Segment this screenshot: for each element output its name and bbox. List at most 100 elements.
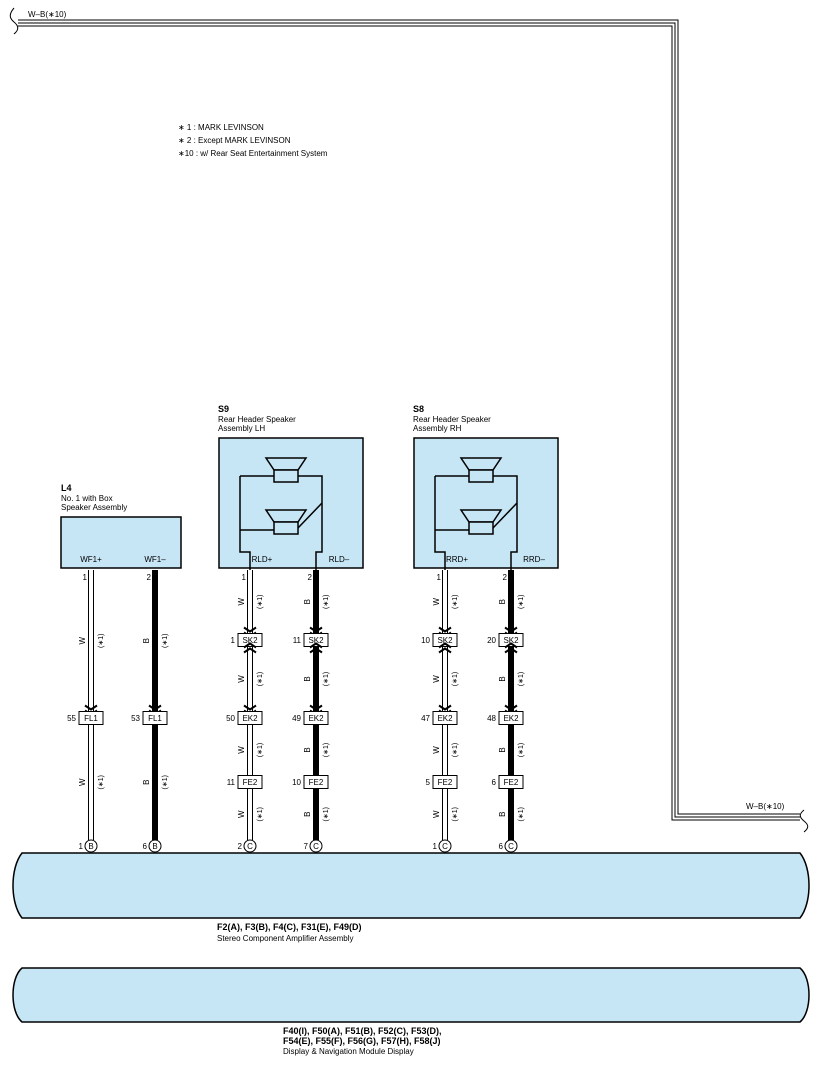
connector-label: SK2 [503, 636, 519, 645]
wire-color-label: B [498, 812, 507, 817]
connector-pin-number: 53 [131, 714, 140, 723]
chevron-icon [309, 704, 323, 711]
wb-route [18, 19, 800, 821]
connector-pin-number: 10 [421, 636, 430, 645]
terminal-pin-number: 6 [499, 842, 504, 851]
wire-note-label: (∗1) [323, 672, 330, 686]
chevron-icon [148, 704, 162, 711]
wire-l4-neg: B(∗1)B(∗1)2FL153B6WF1– [131, 570, 169, 865]
wire-color-label: W [432, 598, 441, 606]
connector-box [432, 633, 458, 647]
wire-color-label: B [142, 780, 151, 785]
wire-note-label: (∗1) [452, 672, 459, 686]
connector-box [303, 711, 329, 725]
wire-note-label: (∗1) [323, 807, 330, 821]
wire-l4-pos: W(∗1)W(∗1)1FL155B1WF1+ [67, 570, 105, 865]
wire-ref-right: W–B(∗10) [746, 802, 785, 811]
chevron-icon [243, 642, 257, 649]
wire-note-label: (∗1) [98, 634, 105, 648]
connector-box [432, 711, 458, 725]
wire-note-label: (∗1) [257, 595, 264, 609]
connector-box [432, 775, 458, 789]
wire-s9-pos: W(∗1)W(∗1)W(∗1)W(∗1)1SK21EK250FE211C2SL+ [226, 570, 264, 865]
wire-color-label: B [303, 747, 312, 752]
connector-box [303, 775, 329, 789]
wire-note-label: (∗1) [452, 595, 459, 609]
amplifier-name-1: F2(A), F3(B), F4(C), F31(E), F49(D) [217, 922, 362, 932]
connector-pin-number: 55 [67, 714, 76, 723]
connector-pin-number: 1 [231, 636, 236, 645]
terminal-pin-number: 6 [143, 842, 148, 851]
connector-box [498, 775, 524, 789]
wire-color-label: B [303, 812, 312, 817]
s8-pin-right: RRD– [523, 555, 545, 564]
chevron-icon [438, 626, 452, 633]
note-2: ∗ 2 : Except MARK LEVINSON [178, 136, 291, 145]
connector-box [237, 775, 263, 789]
display-name-3: Display & Navigation Module Display [283, 1047, 414, 1056]
connector-label: SK2 [437, 636, 453, 645]
break-symbol-right [799, 809, 809, 833]
connector-label: EK2 [308, 714, 324, 723]
chevron-icon [309, 642, 323, 649]
s8-name-2: Assembly RH [413, 424, 462, 433]
wire-note-label: (∗1) [98, 775, 105, 789]
wire-note-label: (∗1) [257, 743, 264, 757]
wire-note-label: (∗1) [518, 595, 525, 609]
l4-pin-right: WF1– [144, 555, 166, 564]
wire-note-label: (∗1) [257, 807, 264, 821]
top-pin-number: 1 [242, 573, 247, 582]
terminal-letter: C [442, 842, 448, 851]
l4-pin-left: WF1+ [80, 555, 102, 564]
connector-pin-number: 50 [226, 714, 235, 723]
connector-pin-number: 11 [293, 636, 302, 645]
connector-label: SK2 [308, 636, 324, 645]
connector-label: EK2 [503, 714, 519, 723]
wire-note-label: (∗1) [452, 807, 459, 821]
top-pin-number: 2 [503, 573, 508, 582]
connector-pin-number: 49 [292, 714, 301, 723]
wire-color-label: W [432, 675, 441, 683]
wire-color-label: B [498, 676, 507, 681]
wire-color-label: B [498, 747, 507, 752]
component-s8: S8 Rear Header Speaker Assembly RH RRD+ … [413, 404, 559, 570]
wire-color-label: B [303, 676, 312, 681]
chevron-icon [438, 647, 452, 654]
wire-color-label: W [237, 810, 246, 818]
chevron-icon [309, 626, 323, 633]
amplifier-name-2: Stereo Component Amplifier Assembly [217, 934, 354, 943]
wires-layer: W(∗1)W(∗1)1FL155B1WF1+B(∗1)B(∗1)2FL153B6… [67, 570, 525, 865]
s9-name-2: Assembly LH [218, 424, 265, 433]
wire-color-label: W [432, 746, 441, 754]
wire-s8-neg: B(∗1)B(∗1)B(∗1)B(∗1)2SK220EK248FE26C6SR– [487, 570, 525, 865]
connector-pin-number: 20 [487, 636, 496, 645]
display-name-1: F40(I), F50(A), F51(B), F52(C), F53(D), [283, 1026, 442, 1036]
s8-pin-left: RRD+ [446, 555, 468, 564]
wire-color-label: B [498, 599, 507, 604]
connector-box [303, 633, 329, 647]
top-pin-number: 2 [308, 573, 313, 582]
terminal-circle [243, 839, 257, 853]
connector-box [237, 633, 263, 647]
connector-box [237, 711, 263, 725]
chevron-icon [504, 626, 518, 633]
connector-label: SK2 [242, 636, 258, 645]
terminal-circle [84, 839, 98, 853]
wire-color-label: W [237, 746, 246, 754]
wire-note-label: (∗1) [162, 775, 169, 789]
wire-color-label: W [78, 778, 87, 786]
terminal-pin-number: 1 [79, 842, 84, 851]
connector-pin-number: 47 [421, 714, 430, 723]
speaker-icon [239, 457, 323, 570]
wire-note-label: (∗1) [518, 807, 525, 821]
wire-ref-top: W–B(∗10) [28, 10, 67, 19]
wire-s9-neg: B(∗1)B(∗1)B(∗1)B(∗1)2SK211EK249FE210C7SL… [292, 570, 330, 865]
connector-pin-number: 10 [292, 778, 301, 787]
connector-pin-number: 11 [227, 778, 236, 787]
wire-note-label: (∗1) [518, 743, 525, 757]
terminal-circle [438, 839, 452, 853]
chevron-icon [438, 704, 452, 711]
note-3: ∗10 : w/ Rear Seat Entertainment System [178, 149, 328, 158]
wire-color-label: W [432, 810, 441, 818]
connector-box [142, 711, 168, 725]
